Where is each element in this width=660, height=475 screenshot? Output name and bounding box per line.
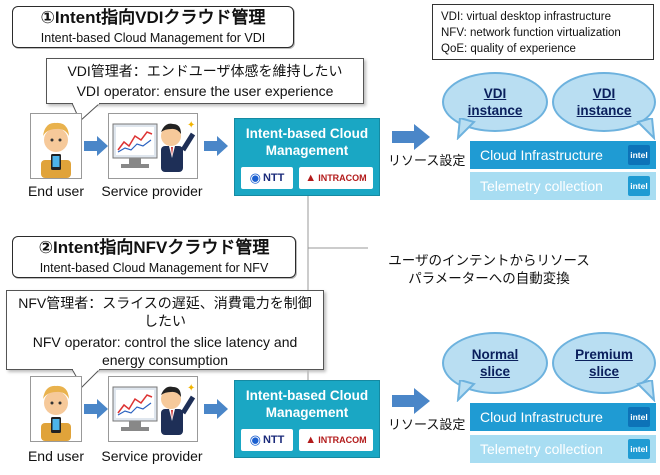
- nfv-resource-label: リソース設定: [388, 417, 466, 432]
- conversion-note: ユーザのインテントからリソース パラメーターへの自動変換: [374, 252, 604, 288]
- nfv-telemetry-bar: Telemetry collection intel: [470, 435, 656, 463]
- end-user-icon: [41, 122, 71, 178]
- vdi-end-user-label: End user: [27, 183, 85, 199]
- conversion-note-line1: ユーザのインテントからリソース: [388, 253, 590, 268]
- vdi-intent-mgmt-box: Intent-based Cloud Management ◉NTT ▲INTR…: [234, 118, 380, 196]
- intel-logo: intel: [628, 145, 650, 165]
- nfv-bubble-jp-1: NFV管理者：スライスの遅延、消費電力を制御: [18, 295, 312, 311]
- abbreviation-legend: VDI: virtual desktop infrastructure NFV:…: [432, 4, 654, 60]
- normal-slice-cloud: Normal slice: [442, 332, 548, 394]
- abbr-vdi: VDI: virtual desktop infrastructure: [441, 11, 612, 23]
- svg-text:✦: ✦: [187, 383, 195, 394]
- nfv-arrow-1: [84, 399, 108, 419]
- vdi-bubble-en: VDI operator: ensure the user experience: [76, 83, 334, 99]
- nfv-cloud-infrastructure-bar: Cloud Infrastructure intel: [470, 403, 656, 431]
- nfv-title-box: ②Intent指向NFVクラウド管理 Intent-based Cloud Ma…: [12, 236, 296, 278]
- vdi-arrow-2: [204, 136, 228, 156]
- intel-logo: intel: [628, 439, 650, 459]
- service-provider-icon: ✦: [112, 120, 195, 172]
- nfv-bubble-en-1: NFV operator: control the slice latency …: [32, 334, 298, 350]
- nfv-arrow-3: [392, 388, 430, 414]
- abbr-nfv: NFV: network function virtualization: [441, 27, 621, 39]
- vdi-cloud-1-tail: [456, 118, 476, 140]
- nfv-mgmt-title: Intent-based Cloud Management: [245, 388, 369, 420]
- vdi-title-box: ①Intent指向VDIクラウド管理 Intent-based Cloud Ma…: [12, 6, 294, 48]
- nfv-operator-bubble: NFV管理者：スライスの遅延、消費電力を制御 したい NFV operator:…: [6, 290, 324, 370]
- intracom-logo: ▲INTRACOM: [299, 429, 373, 451]
- vdi-cloud-infrastructure-bar: Cloud Infrastructure intel: [470, 141, 656, 169]
- vdi-operator-bubble: VDI管理者：エンドユーザ体感を維持したい VDI operator: ensu…: [46, 58, 364, 104]
- vdi-telemetry-bar: Telemetry collection intel: [470, 172, 656, 200]
- nfv-bubble-jp-2: したい: [144, 313, 186, 329]
- nfv-service-provider-label: Service provider: [101, 448, 203, 464]
- nfv-intent-mgmt-box: Intent-based Cloud Management ◉NTT ▲INTR…: [234, 380, 380, 458]
- vdi-mgmt-title: Intent-based Cloud Management: [245, 126, 369, 158]
- vdi-service-provider-figure: ✦: [108, 113, 198, 179]
- vdi-end-user-figure: [30, 113, 82, 179]
- intel-logo: intel: [628, 407, 650, 427]
- normal-slice-cloud-tail: [456, 380, 476, 402]
- premium-slice-cloud-tail: [636, 380, 656, 402]
- conversion-note-line2: パラメーターへの自動変換: [408, 271, 570, 286]
- service-provider-icon: ✦: [112, 383, 195, 435]
- vdi-cloud-2-tail: [636, 118, 656, 140]
- nfv-service-provider-figure: ✦: [108, 376, 198, 442]
- ntt-logo: ◉NTT: [241, 167, 293, 189]
- nfv-end-user-label: End user: [27, 448, 85, 464]
- vdi-resource-label: リソース設定: [388, 153, 466, 168]
- nfv-arrow-2: [204, 399, 228, 419]
- svg-text:✦: ✦: [187, 120, 195, 131]
- abbr-qoe: QoE: quality of experience: [441, 43, 576, 55]
- nfv-title-en: Intent-based Cloud Management for NFV: [39, 261, 269, 275]
- nfv-title-jp: ②Intent指向NFVクラウド管理: [38, 238, 270, 257]
- vdi-arrow-1: [84, 136, 108, 156]
- vdi-title-en: Intent-based Cloud Management for VDI: [40, 31, 266, 45]
- vdi-service-provider-label: Service provider: [101, 183, 203, 199]
- vdi-bubble-jp: VDI管理者：エンドユーザ体感を維持したい: [67, 63, 343, 79]
- nfv-bubble-en-2: energy consumption: [101, 352, 229, 368]
- nfv-end-user-figure: [30, 376, 82, 442]
- ntt-logo: ◉NTT: [241, 429, 293, 451]
- intel-logo: intel: [628, 176, 650, 196]
- vdi-title-jp: ①Intent指向VDIクラウド管理: [40, 8, 266, 27]
- end-user-icon: [41, 385, 71, 441]
- intracom-logo: ▲INTRACOM: [299, 167, 373, 189]
- vdi-arrow-3: [392, 124, 430, 150]
